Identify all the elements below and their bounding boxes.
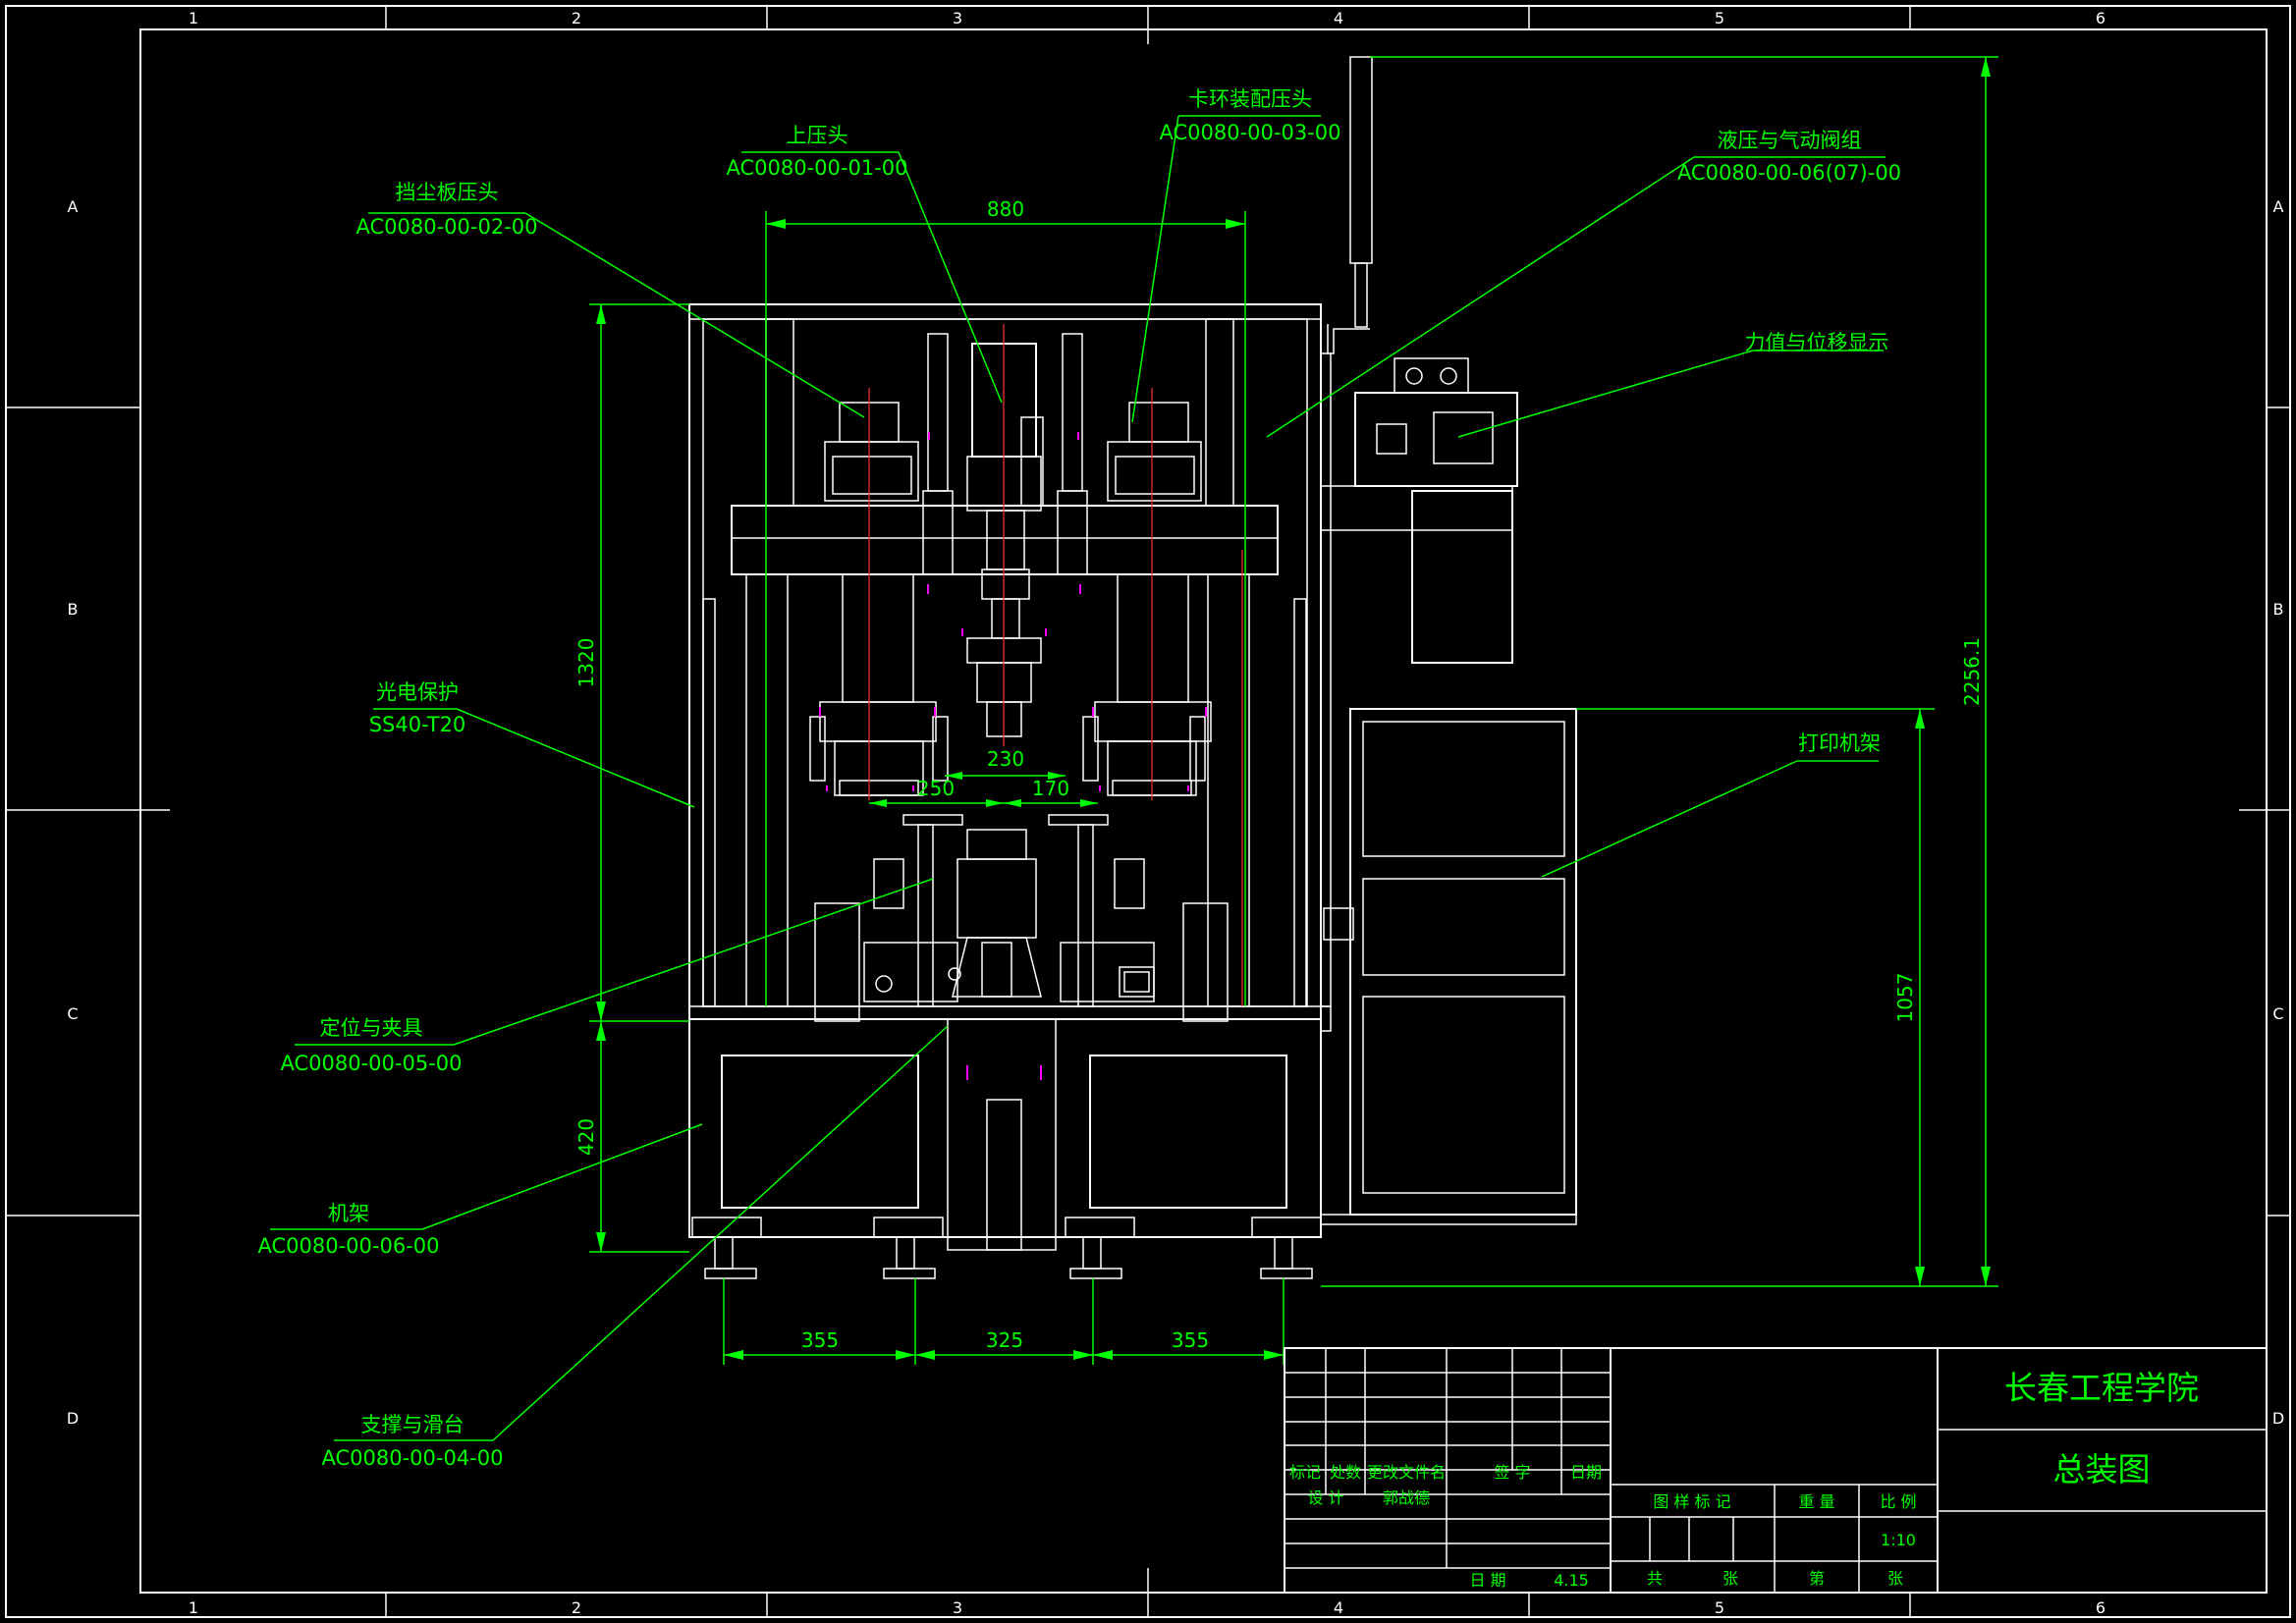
col-label-top: 6 (2096, 9, 2105, 27)
code-clip-head: AC0080-00-03-00 (1159, 121, 1340, 144)
signal-tower (1327, 56, 1373, 354)
drawing-border (5, 5, 2291, 1618)
tb-count: 处数 (1330, 1463, 1361, 1482)
callout-labels: 挡尘板压头 AC0080-00-02-00 上压头 AC0080-00-01-0… (257, 87, 1901, 1470)
dim-170: 170 (1032, 777, 1069, 800)
col-label-bottom: 4 (1334, 1598, 1343, 1617)
col-label-bottom: 2 (572, 1598, 581, 1617)
col-label-top: 5 (1715, 9, 1724, 27)
upper-press-cylinder (922, 333, 1088, 737)
label-support: 支撑与滑台 (361, 1413, 465, 1436)
col-label-top: 2 (572, 9, 581, 27)
fixture-assembly (814, 814, 1229, 1022)
label-fixture: 定位与夹具 (320, 1016, 423, 1040)
col-label-top: 3 (953, 9, 962, 27)
col-label-top: 4 (1334, 9, 1343, 27)
machine-frame (688, 303, 1322, 1279)
row-label-right: A (2273, 197, 2284, 216)
label-hydraulic: 液压与气动阀组 (1718, 129, 1862, 152)
tb-total: 共 (1647, 1569, 1663, 1588)
tb-date-label: 日 期 (1469, 1571, 1505, 1590)
tb-mark: 标记 (1289, 1463, 1321, 1482)
code-dust-head: AC0080-00-02-00 (355, 215, 537, 239)
tb-pattern-mark: 图 样 标 记 (1653, 1492, 1730, 1511)
tb-date-value: 4.15 (1554, 1571, 1589, 1590)
code-upper-head: AC0080-00-01-00 (726, 156, 907, 180)
code-photo-guard: SS40-T20 (369, 713, 466, 736)
code-hydraulic: AC0080-00-06(07)-00 (1677, 161, 1901, 185)
col-label-bottom: 6 (2096, 1598, 2105, 1617)
dim-420: 420 (574, 1118, 598, 1156)
right-press-head (1082, 402, 1212, 796)
row-label-left: A (68, 197, 79, 216)
dim-325: 325 (986, 1328, 1023, 1352)
dim-230: 230 (987, 747, 1024, 771)
label-printer-rack: 打印机架 (1798, 731, 1881, 755)
tb-sign: 签 字 (1494, 1463, 1530, 1482)
printer-rack (1320, 708, 1577, 1225)
tb-change-doc: 更改文件名 (1367, 1463, 1446, 1482)
tb-ratio: 比 例 (1880, 1492, 1916, 1511)
callout-leaders (270, 115, 1886, 1441)
dimension-lines (589, 56, 1998, 1365)
school-name: 长春工程学院 (2004, 1369, 2199, 1407)
tb-sheets2: 张 (1887, 1569, 1903, 1588)
label-upper-head: 上压头 (787, 124, 848, 147)
tb-ratio-value: 1:10 (1881, 1531, 1916, 1549)
control-panel (1320, 352, 1518, 1007)
title-block-text: 长春工程学院 总装图 标记 处数 更改文件名 签 字 日期 设 计 郭战德 日 … (1289, 1369, 2199, 1590)
dim-355-right: 355 (1172, 1328, 1209, 1352)
row-label-left: C (67, 1004, 78, 1023)
tb-sheet-no: 第 (1809, 1569, 1825, 1588)
left-press-head (809, 402, 949, 796)
col-label-bottom: 1 (189, 1598, 198, 1617)
dim-880: 880 (987, 197, 1024, 221)
title-block (1284, 1347, 2268, 1594)
row-label-right: B (2273, 600, 2284, 619)
dim-1320: 1320 (574, 638, 598, 688)
accent-marks (819, 432, 1207, 1080)
label-frame: 机架 (328, 1202, 369, 1225)
code-fixture: AC0080-00-05-00 (280, 1052, 462, 1075)
code-support: AC0080-00-04-00 (321, 1446, 503, 1470)
drawing-title: 总装图 (2053, 1450, 2151, 1488)
label-clip-head: 卡环装配压头 (1188, 87, 1312, 111)
leveling-feet (691, 1217, 1322, 1279)
dimension-values: 880 2256.1 1320 420 1057 230 250 170 355… (574, 197, 1984, 1352)
tb-designer-label: 设 计 (1307, 1488, 1343, 1507)
row-label-left: B (68, 600, 79, 619)
dim-1057: 1057 (1893, 973, 1917, 1023)
tb-designer-name: 郭战德 (1383, 1488, 1430, 1507)
row-label-right: D (2272, 1409, 2284, 1428)
zone-labels: 1 2 3 4 5 6 1 2 3 4 5 6 A B C D A B C D (67, 9, 2284, 1617)
code-frame: AC0080-00-06-00 (257, 1234, 439, 1258)
tb-weight: 重 量 (1798, 1492, 1834, 1511)
dim-250: 250 (917, 777, 955, 800)
row-label-right: C (2272, 1004, 2283, 1023)
col-label-bottom: 5 (1715, 1598, 1724, 1617)
dim-355-left: 355 (801, 1328, 839, 1352)
col-label-top: 1 (189, 9, 198, 27)
tb-date-col: 日期 (1570, 1463, 1602, 1482)
label-photo-guard: 光电保护 (376, 680, 459, 704)
dim-2256: 2256.1 (1960, 637, 1984, 706)
tb-sheets: 张 (1722, 1569, 1738, 1588)
row-label-left: D (67, 1409, 79, 1428)
col-label-bottom: 3 (953, 1598, 962, 1617)
label-force-display: 力值与位移显示 (1745, 331, 1889, 354)
label-dust-head: 挡尘板压头 (396, 181, 499, 204)
